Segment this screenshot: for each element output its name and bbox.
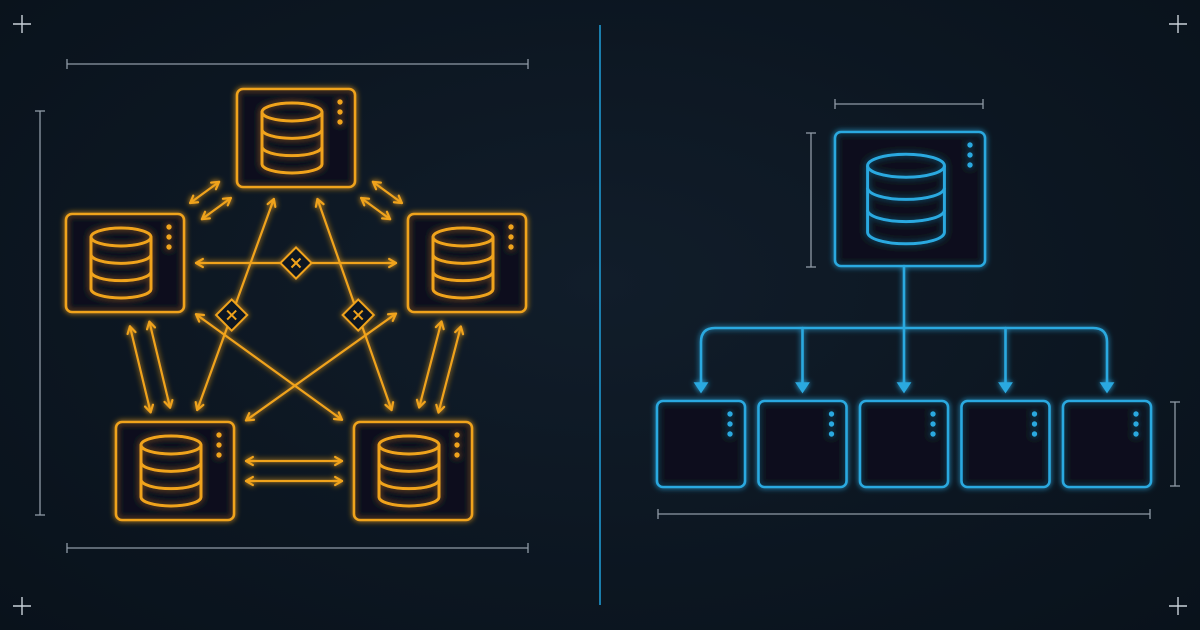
menu-dots-icon <box>828 411 835 437</box>
corner-crosshair-icon <box>13 15 31 33</box>
guides-layer <box>13 15 1187 615</box>
database-icon <box>431 226 495 300</box>
corner-crosshair-icon <box>13 597 31 615</box>
replication-arrow <box>359 196 392 221</box>
database-icon <box>377 434 441 508</box>
distribution-lines <box>699 264 1109 387</box>
dimension-guide-top <box>66 59 529 69</box>
replication-arrow <box>415 320 445 409</box>
db-node-top <box>235 87 357 189</box>
menu-dots-icon <box>337 99 343 125</box>
primary-db-node <box>833 130 987 268</box>
replica-node-2 <box>757 399 848 489</box>
dimension-guide-children-height <box>1170 401 1180 487</box>
dimension-guide-bottom <box>66 543 529 553</box>
dimension-guide-children-width <box>657 509 1151 519</box>
replica-node-4 <box>960 399 1051 489</box>
menu-dots-icon <box>454 432 460 458</box>
db-node-lower-right <box>352 420 474 522</box>
menu-dots-icon <box>508 224 514 250</box>
replication-arrow <box>244 455 344 467</box>
down-arrow-icon <box>693 382 709 394</box>
replication-arrow <box>188 180 221 205</box>
replication-arrow <box>371 180 404 205</box>
menu-dots-icon <box>1133 411 1139 437</box>
menu-dots-icon <box>727 411 733 437</box>
dimension-guide-root-width <box>834 99 984 109</box>
replica-node-5 <box>1061 399 1153 489</box>
replication-arrow <box>244 475 344 487</box>
replication-arrow <box>200 196 233 221</box>
hierarchy-layer <box>655 130 1153 489</box>
replica-node-1 <box>655 399 747 489</box>
database-icon <box>89 226 153 300</box>
replica-node-3 <box>858 399 950 489</box>
mesh-layer <box>64 87 528 522</box>
replication-arrow <box>244 312 398 422</box>
corner-crosshair-icon <box>1169 15 1187 33</box>
down-arrow-icon <box>998 382 1013 394</box>
menu-dots-icon <box>967 142 973 168</box>
down-arrow-icon <box>795 382 810 394</box>
db-node-upper-right <box>406 212 528 314</box>
menu-dots-icon <box>1031 411 1038 437</box>
dimension-guide-left <box>35 110 45 516</box>
menu-dots-icon <box>166 224 172 250</box>
down-arrow-icon <box>1099 382 1115 394</box>
replication-arrow <box>194 313 344 421</box>
conflict-icon <box>214 298 249 333</box>
dimension-guide-root-height <box>806 132 816 268</box>
down-arrow-icon <box>896 382 912 394</box>
corner-crosshair-icon <box>1169 597 1187 615</box>
replication-arrow <box>126 325 155 414</box>
database-icon <box>260 101 324 175</box>
database-icon <box>139 434 203 508</box>
db-node-upper-left <box>64 212 186 314</box>
conflict-icon <box>341 298 376 333</box>
database-icon <box>866 152 946 246</box>
replication-arrow <box>145 320 174 409</box>
conflict-icon <box>279 246 313 280</box>
db-node-lower-left <box>114 420 236 522</box>
replication-arrow <box>435 325 465 414</box>
menu-dots-icon <box>930 411 936 437</box>
menu-dots-icon <box>216 432 222 458</box>
